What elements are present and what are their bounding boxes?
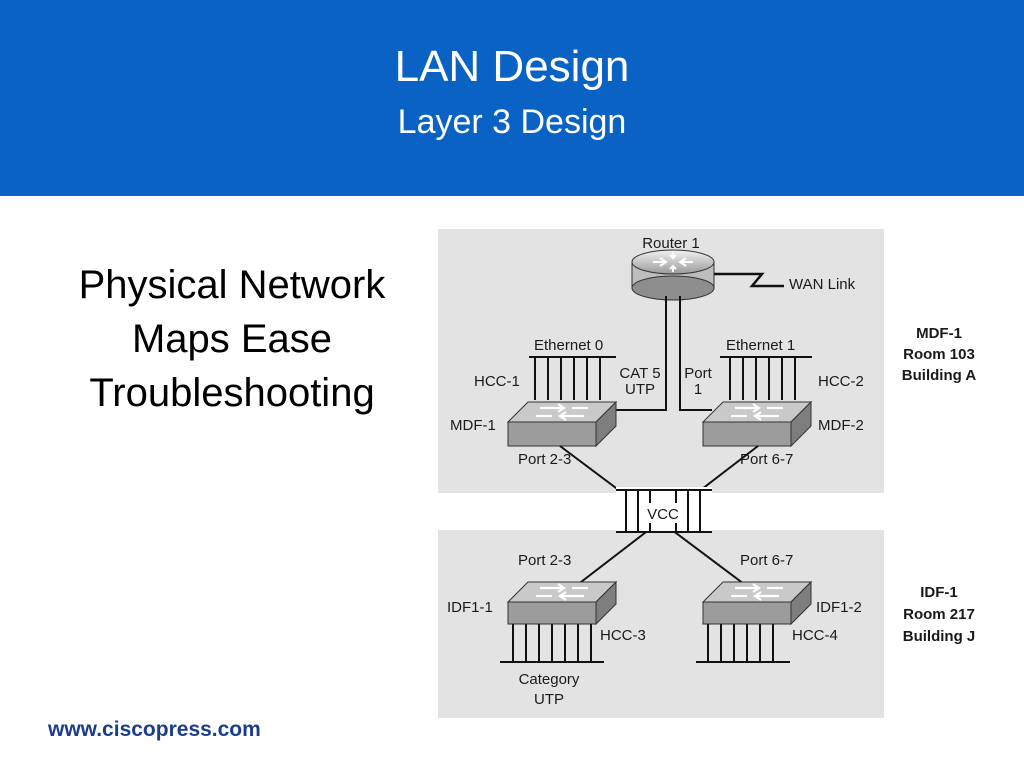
mdf-info-line: MDF-1 bbox=[916, 325, 962, 342]
idf2-ports-label: Port 6-7 bbox=[740, 552, 793, 569]
body-line: Physical Network bbox=[78, 263, 386, 307]
cat5-label: CAT 5 bbox=[619, 365, 660, 382]
port1-label-line1: Port bbox=[684, 365, 712, 382]
slide-subtitle: Layer 3 Design bbox=[397, 103, 627, 141]
idf2-switch-label: IDF1-2 bbox=[816, 599, 862, 616]
router-to-mdf1-cable bbox=[606, 296, 667, 411]
router-label: Router 1 bbox=[642, 235, 700, 252]
category-label: Category bbox=[519, 671, 580, 688]
vcc-cross-connect bbox=[554, 445, 769, 603]
router-to-mdf2-cable bbox=[679, 296, 712, 411]
wan-link-label: WAN Link bbox=[789, 276, 856, 293]
idf1-ports-label: Port 2-3 bbox=[518, 552, 571, 569]
switch-mdf1-icon bbox=[506, 400, 618, 448]
mdf1-hcc-cabling bbox=[529, 356, 616, 400]
mdf2-ethernet-label: Ethernet 1 bbox=[726, 337, 795, 354]
vcc-label: VCC bbox=[647, 506, 679, 523]
router-icon bbox=[631, 249, 715, 301]
title-banner bbox=[0, 0, 1024, 196]
body-line: Maps Ease bbox=[131, 317, 333, 361]
mdf2-switch-label: MDF-2 bbox=[818, 417, 864, 434]
idf2-hcc-cabling bbox=[696, 624, 790, 663]
idf-info-line: Building J bbox=[903, 628, 976, 645]
slide-body-text: Physical Network Maps Ease Troubleshooti… bbox=[48, 258, 416, 420]
category-utp-label: UTP bbox=[534, 691, 564, 708]
mdf-info-line: Room 103 bbox=[903, 346, 975, 363]
port1-label-line2: 1 bbox=[694, 381, 702, 398]
slide-title: LAN Design bbox=[394, 42, 630, 91]
idf1-hcc-cabling bbox=[500, 624, 604, 663]
mdf2-hcc-cabling bbox=[720, 356, 812, 400]
mdf1-hcc-label: HCC-1 bbox=[474, 373, 520, 390]
switch-idf1-icon bbox=[506, 580, 618, 626]
wan-link-line bbox=[714, 272, 784, 288]
mdf1-switch-label: MDF-1 bbox=[450, 417, 496, 434]
idf-panel bbox=[438, 530, 884, 718]
switch-idf2-icon bbox=[701, 580, 813, 626]
footer-url[interactable]: www.ciscopress.com bbox=[48, 718, 261, 741]
mdf2-ports-label: Port 6-7 bbox=[740, 451, 793, 468]
mdf2-hcc-label: HCC-2 bbox=[818, 373, 864, 390]
idf-info-line: IDF-1 bbox=[920, 584, 958, 601]
mdf1-ethernet-label: Ethernet 0 bbox=[534, 337, 603, 354]
idf2-hcc-label: HCC-4 bbox=[792, 627, 838, 644]
idf1-switch-label: IDF1-1 bbox=[447, 599, 493, 616]
mdf-info-line: Building A bbox=[902, 367, 977, 384]
idf-info-line: Room 217 bbox=[903, 606, 975, 623]
switch-mdf2-icon bbox=[701, 400, 813, 448]
idf1-hcc-label: HCC-3 bbox=[600, 627, 646, 644]
mdf1-ports-label: Port 2-3 bbox=[518, 451, 571, 468]
body-line: Troubleshooting bbox=[89, 371, 375, 415]
utp-label: UTP bbox=[625, 381, 655, 398]
